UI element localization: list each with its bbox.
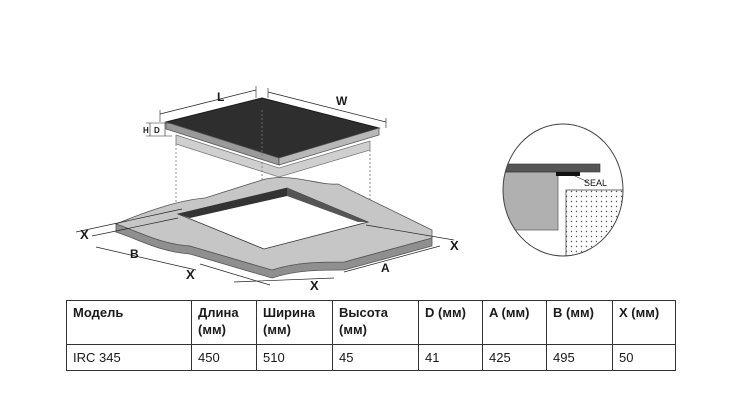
cutout-inner-side — [287, 188, 368, 222]
cell-d: 41 — [418, 344, 483, 371]
cell-height: 45 — [332, 344, 419, 371]
dimension-h-d: H D — [143, 122, 172, 137]
cell-width: 510 — [256, 344, 333, 371]
detail-countertop — [565, 189, 623, 256]
cell-length: 450 — [191, 344, 257, 371]
spec-table: Модель Длина (мм) Ширина (мм) Высота (мм… — [66, 300, 676, 371]
col-x: X (мм) — [612, 300, 676, 345]
detail-circle-outline — [502, 123, 624, 257]
cutout-inner-back — [178, 188, 287, 218]
cooktop — [164, 97, 381, 178]
label-x-left: X — [80, 227, 89, 242]
detail-cooktop-body — [503, 171, 559, 231]
table-row: IRC 345 450 510 45 41 425 495 50 — [66, 344, 676, 371]
label-seal: SEAL — [584, 178, 607, 188]
countertop-dimensions — [75, 208, 455, 286]
col-model: Модель — [66, 300, 192, 345]
label-h: H — [143, 126, 149, 135]
col-b: B (мм) — [546, 300, 613, 345]
label-l: L — [217, 90, 224, 104]
label-x-bottom: X — [310, 278, 319, 293]
label-d: D — [154, 126, 160, 135]
col-d: D (мм) — [418, 300, 483, 345]
dimension-w: W — [267, 88, 387, 128]
col-length: Длина (мм) — [191, 300, 257, 345]
cell-x: 50 — [612, 344, 676, 371]
installation-diagram: L W H D — [75, 86, 624, 293]
label-a: A — [381, 261, 390, 275]
label-b: B — [130, 247, 139, 261]
cell-model: IRC 345 — [66, 344, 192, 371]
col-height: Высота (мм) — [332, 300, 419, 345]
cell-a: 425 — [482, 344, 547, 371]
label-w: W — [336, 94, 348, 108]
detail-cooktop-glass — [503, 163, 601, 173]
dimension-l: L — [159, 86, 257, 122]
table-header-row: Модель Длина (мм) Ширина (мм) Высота (мм… — [66, 300, 676, 345]
detail-seal-strip — [556, 172, 580, 176]
cell-b: 495 — [546, 344, 613, 371]
seal-detail: SEAL — [502, 123, 624, 257]
label-x-front: X — [186, 267, 195, 282]
col-width: Ширина (мм) — [256, 300, 333, 345]
countertop — [114, 177, 433, 279]
col-a: A (мм) — [482, 300, 547, 345]
label-x-right: X — [450, 238, 459, 253]
cooktop-frame-right — [278, 127, 380, 166]
